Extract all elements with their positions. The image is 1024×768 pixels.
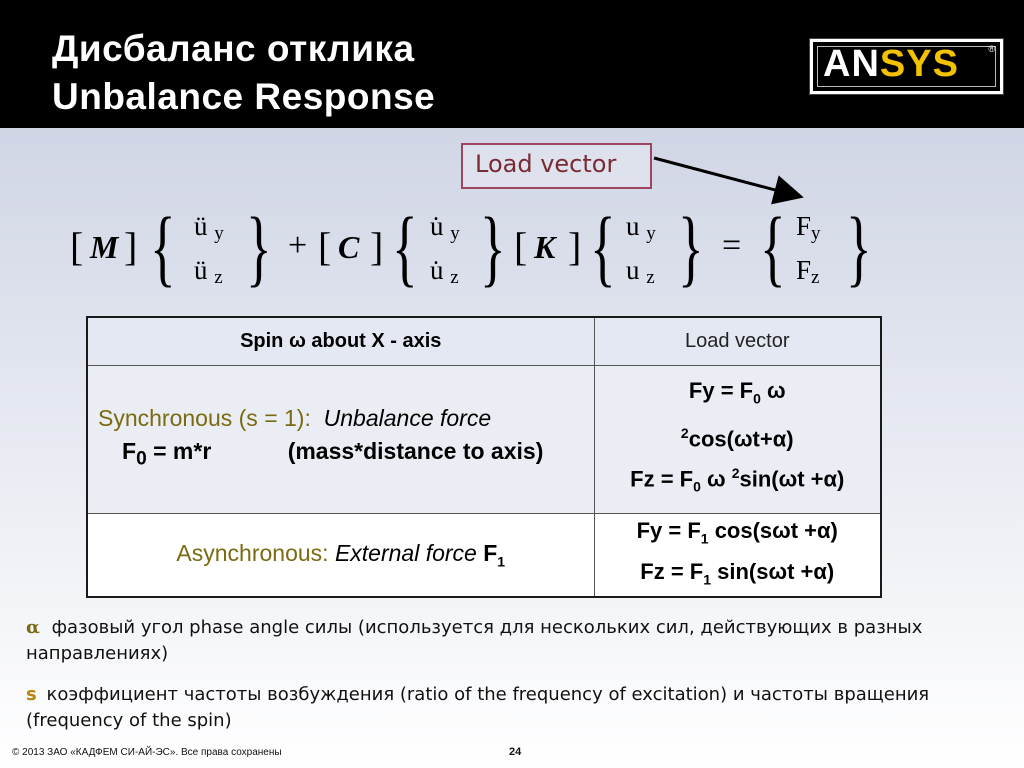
velocity-brace-right: } <box>480 199 506 295</box>
stiffness-bracket-right: ] <box>568 224 582 269</box>
ansys-logo: ANSYS ® <box>809 38 1004 95</box>
velocity-brace-left: { <box>392 199 418 295</box>
stiffness-bracket-left: [ <box>514 224 528 269</box>
velocity-z: u̇ z <box>430 255 459 288</box>
velocity-y: u̇ y <box>430 211 460 244</box>
mass-bracket-left: [ <box>70 224 84 269</box>
synchronous-description-cell: Synchronous (s = 1): Unbalance force F0 … <box>86 364 595 514</box>
displacement-brace-right: } <box>678 199 704 295</box>
async-fz-formula: Fz = F1 sin(sωt +α) <box>640 558 835 588</box>
header-load-vector-cell: Load vector <box>593 316 882 366</box>
acceleration-y: ü y <box>194 211 224 244</box>
slide-header: Дисбаланс отклика Unbalance Response ANS… <box>0 0 1024 128</box>
load-vector-table: Spin ω about X - axis Load vector Synchr… <box>86 316 882 599</box>
logo-text-sys: SYS <box>879 43 959 85</box>
synchronous-f0-line: F0 = m*r (mass*distance to axis) <box>98 435 594 476</box>
logo-text-an: AN <box>823 43 880 85</box>
footer-copyright: © 2013 ЗАО «КАДФЕМ СИ-АЙ-ЭС». Все права … <box>12 747 282 758</box>
asynchronous-formula-cell: Fy = F1 cos(sωt +α) Fz = F1 sin(sωt +α) <box>593 512 882 598</box>
synchronous-row: Synchronous (s = 1): Unbalance force F0 … <box>86 364 882 514</box>
displacement-z: u z <box>626 255 655 288</box>
stiffness-matrix-symbol: K <box>534 229 556 265</box>
logo-inner-frame <box>817 46 996 87</box>
synchronous-formula-cell: Fy = F0 ω 2cos(ωt+α) Fz = F0 ω 2sin(ωt +… <box>593 364 882 514</box>
sync-fy-formula: Fy = F0 ω 2cos(ωt+α) <box>680 378 794 451</box>
slide-title-russian: Дисбаланс отклика <box>52 28 415 69</box>
asynchronous-label: Asynchronous: <box>176 540 329 567</box>
external-force-label: External force <box>334 540 477 567</box>
sync-fz-formula: Fz = F0 ω 2sin(ωt +α) <box>630 465 845 495</box>
unbalance-force-label: Unbalance force <box>323 405 492 432</box>
acceleration-brace-right: } <box>246 199 272 295</box>
asynchronous-row: Asynchronous: External force F1 Fy = F1 … <box>86 512 882 598</box>
force-y: Fy <box>796 211 821 244</box>
logo-registered-mark: ® <box>988 44 995 54</box>
logo-wordmark: ANSYS <box>823 43 959 86</box>
displacement-y: u y <box>626 211 656 244</box>
equation-of-motion: [ M ] { ü y ü z } + [ C ] { u̇ y u̇ z } … <box>70 199 890 305</box>
asynchronous-description-cell: Asynchronous: External force F1 <box>86 512 595 598</box>
slide-title-english: Unbalance Response <box>52 76 436 117</box>
alpha-definition-note: α фазовый угол phase angle силы (использ… <box>26 615 1001 667</box>
force-brace-left: { <box>760 199 786 295</box>
damping-bracket-right: ] <box>370 224 384 269</box>
s-definition-note: s коэффициент частоты возбуждения (ratio… <box>26 682 1001 734</box>
callout-arrow <box>653 156 804 205</box>
displacement-brace-left: { <box>590 199 616 295</box>
f0-definition: F0 = m*r <box>122 438 212 470</box>
mass-distance-note: (mass*distance to axis) <box>287 438 544 465</box>
force-brace-right: } <box>846 199 872 295</box>
f1-symbol: F1 <box>483 540 506 570</box>
load-vector-callout: Load vector <box>461 143 652 189</box>
s-definition-text: коэффициент частоты возбуждения (ratio o… <box>26 684 930 731</box>
force-z: Fz <box>796 255 820 288</box>
mass-matrix-symbol: M <box>90 229 119 265</box>
header-spin-cell: Spin ω about X - axis <box>86 316 595 366</box>
alpha-symbol: α <box>26 617 40 638</box>
equals-sign: = <box>722 227 742 264</box>
plus-sign-1: + <box>288 227 308 264</box>
page-number: 24 <box>509 746 522 758</box>
acceleration-brace-left: { <box>150 199 176 295</box>
damping-matrix-symbol: C <box>338 229 360 265</box>
callout-label: Load vector <box>475 150 617 178</box>
acceleration-z: ü z <box>194 255 223 288</box>
mass-bracket-right: ] <box>124 224 138 269</box>
alpha-definition-text: фазовый угол phase angle силы (используе… <box>26 617 923 664</box>
s-symbol: s <box>26 684 37 705</box>
damping-bracket-left: [ <box>318 224 332 269</box>
table-header-row: Spin ω about X - axis Load vector <box>86 316 882 366</box>
async-fy-formula: Fy = F1 cos(sωt +α) <box>636 517 838 546</box>
synchronous-label: Synchronous (s = 1): <box>98 405 311 432</box>
